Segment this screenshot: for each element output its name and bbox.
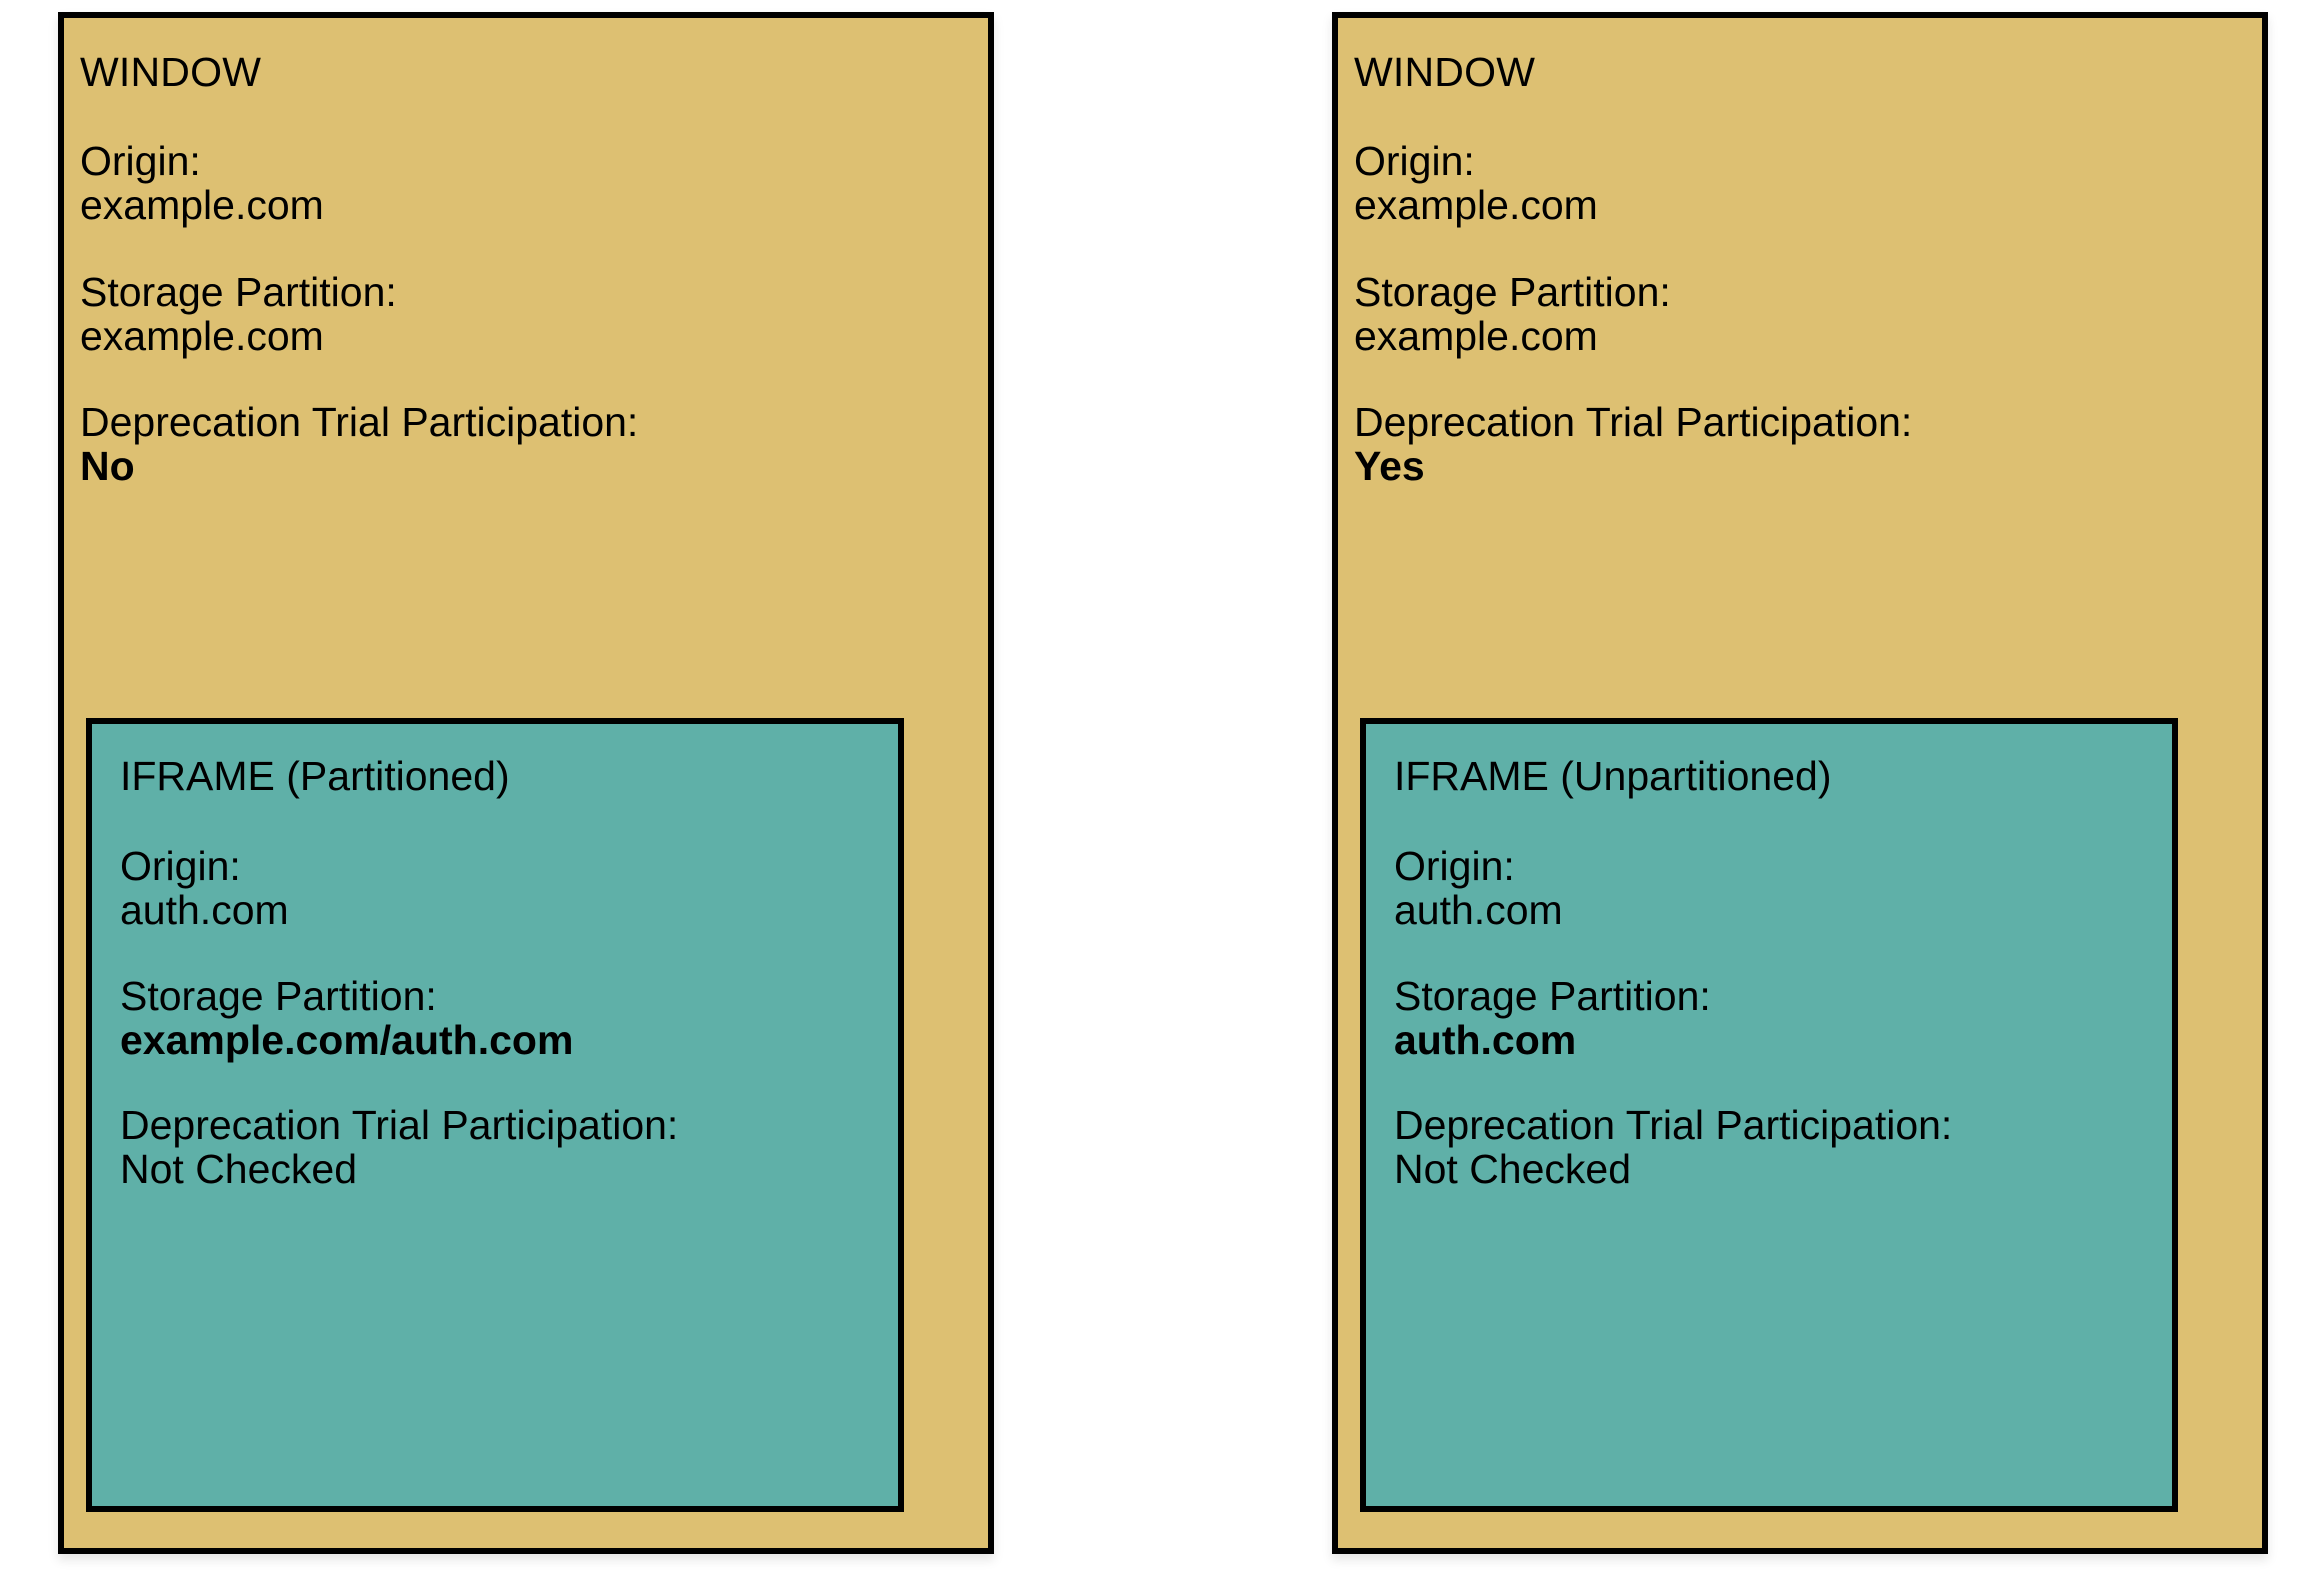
iframe-deprecation-trial-label-left: Deprecation Trial Participation: — [120, 1102, 679, 1149]
iframe-panel-partitioned: IFRAME (Partitioned) Origin: auth.com St… — [86, 718, 904, 1512]
window-origin-field-left: Origin: example.com — [64, 138, 988, 228]
iframe-content-left: IFRAME (Partitioned) Origin: auth.com St… — [92, 724, 898, 1506]
iframe-storage-partition-value-left: example.com/auth.com — [120, 1016, 574, 1063]
window-panel-partitioned: WINDOW Origin: example.com Storage Parti… — [58, 12, 994, 1554]
window-content-right: WINDOW Origin: example.com Storage Parti… — [1338, 18, 2262, 1548]
window-panel-unpartitioned: WINDOW Origin: example.com Storage Parti… — [1332, 12, 2268, 1554]
window-content-left: WINDOW Origin: example.com Storage Parti… — [64, 18, 988, 1548]
window-storage-partition-value-left: example.com — [80, 312, 324, 359]
window-title-right: WINDOW — [1354, 49, 1536, 95]
iframe-deprecation-trial-label-right: Deprecation Trial Participation: — [1394, 1102, 1953, 1149]
window-origin-label-left: Origin: — [80, 138, 201, 184]
iframe-deprecation-trial-field-right: Deprecation Trial Participation: Not Che… — [1366, 1104, 2172, 1192]
iframe-origin-label-right: Origin: — [1394, 843, 1515, 889]
iframe-title-left: IFRAME (Partitioned) — [120, 753, 510, 799]
window-storage-partition-label-right: Storage Partition: — [1354, 268, 1671, 315]
iframe-storage-partition-label-left: Storage Partition: — [120, 972, 437, 1019]
window-title-left: WINDOW — [80, 49, 262, 95]
window-origin-value-left: example.com — [80, 181, 324, 228]
iframe-content-right: IFRAME (Unpartitioned) Origin: auth.com … — [1366, 724, 2172, 1506]
iframe-origin-value-right: auth.com — [1394, 886, 1563, 933]
window-storage-partition-value-right: example.com — [1354, 312, 1598, 359]
iframe-storage-partition-field-right: Storage Partition: auth.com — [1366, 972, 2172, 1063]
iframe-deprecation-trial-value-right: Not Checked — [1394, 1146, 1632, 1193]
window-deprecation-trial-field-left: Deprecation Trial Participation: No — [64, 401, 988, 489]
window-deprecation-trial-value-right: Yes — [1354, 443, 1425, 490]
iframe-panel-unpartitioned: IFRAME (Unpartitioned) Origin: auth.com … — [1360, 718, 2178, 1512]
window-storage-partition-field-right: Storage Partition: example.com — [1338, 268, 2262, 359]
iframe-title-right: IFRAME (Unpartitioned) — [1394, 753, 1832, 799]
window-origin-field-right: Origin: example.com — [1338, 138, 2262, 228]
window-origin-value-right: example.com — [1354, 181, 1598, 228]
window-deprecation-trial-field-right: Deprecation Trial Participation: Yes — [1338, 401, 2262, 489]
window-deprecation-trial-label-right: Deprecation Trial Participation: — [1354, 399, 1913, 446]
window-deprecation-trial-label-left: Deprecation Trial Participation: — [80, 399, 639, 446]
iframe-deprecation-trial-value-left: Not Checked — [120, 1146, 358, 1193]
iframe-origin-field-left: Origin: auth.com — [92, 843, 898, 933]
iframe-storage-partition-value-right: auth.com — [1394, 1016, 1577, 1063]
window-storage-partition-label-left: Storage Partition: — [80, 268, 397, 315]
iframe-deprecation-trial-field-left: Deprecation Trial Participation: Not Che… — [92, 1104, 898, 1192]
iframe-storage-partition-label-right: Storage Partition: — [1394, 972, 1711, 1019]
iframe-origin-label-left: Origin: — [120, 843, 241, 889]
iframe-origin-value-left: auth.com — [120, 886, 289, 933]
window-storage-partition-field-left: Storage Partition: example.com — [64, 268, 988, 359]
window-deprecation-trial-value-left: No — [80, 443, 135, 490]
iframe-storage-partition-field-left: Storage Partition: example.com/auth.com — [92, 972, 898, 1063]
iframe-origin-field-right: Origin: auth.com — [1366, 843, 2172, 933]
window-origin-label-right: Origin: — [1354, 138, 1475, 184]
